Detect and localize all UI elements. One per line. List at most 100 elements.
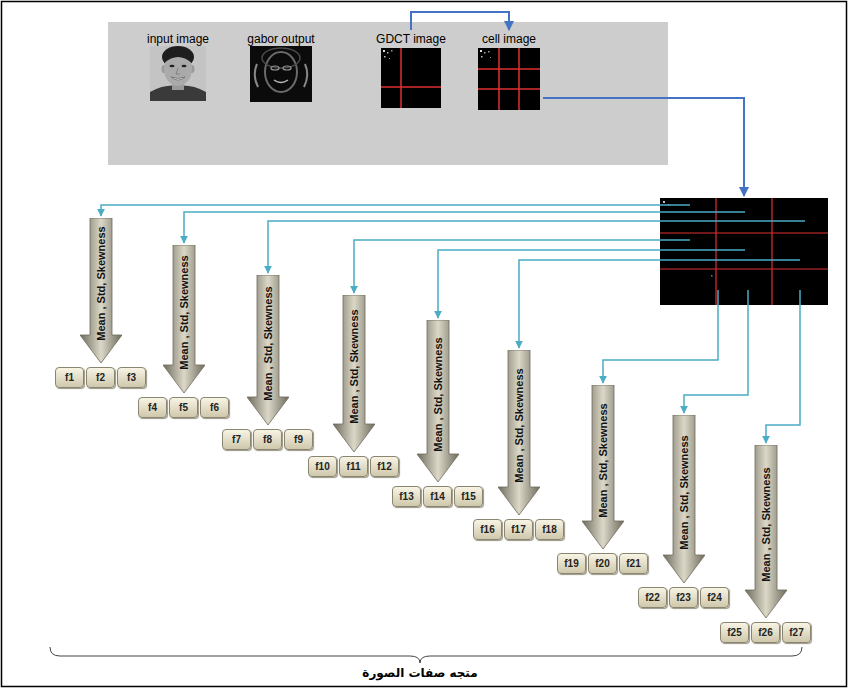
feature-box: f27 (782, 622, 811, 643)
arrow-body (498, 350, 540, 515)
gabor-image (250, 46, 312, 102)
feature-box: f8 (253, 429, 282, 450)
image-panel: GDCT image (373, 30, 449, 110)
down-arrow: Mean , Std, Skewness (582, 385, 624, 549)
feature-label: f18 (536, 520, 563, 539)
feature-box: f14 (423, 486, 452, 507)
feature-label: f22 (639, 588, 666, 607)
feature-label: f27 (783, 623, 810, 642)
down-arrow: Mean , Std, Skewness (163, 245, 205, 393)
feature-label: f9 (285, 430, 312, 449)
feature-label: f2 (87, 368, 114, 387)
feature-label: f20 (589, 554, 616, 573)
feature-label: f15 (455, 487, 482, 506)
feature-box: f11 (339, 456, 368, 477)
feature-box: f24 (700, 587, 729, 608)
feature-box: f5 (169, 397, 198, 418)
feature-box: f9 (284, 429, 313, 450)
stat-label: Mean , Std, Skewness (95, 226, 108, 340)
image-panel: cell image (474, 30, 544, 112)
feature-box: f23 (669, 587, 698, 608)
brace (50, 647, 802, 663)
image-caption: gabor output (244, 30, 317, 46)
arrow-body (582, 385, 624, 549)
image-caption: cell image (474, 30, 544, 46)
down-arrow: Mean , Std, Skewness (663, 415, 705, 583)
feature-box: f4 (138, 397, 167, 418)
bracket-label: متجه صفات الصورة (362, 666, 477, 681)
feature-label: f11 (340, 457, 367, 476)
image-caption: input image (143, 30, 213, 46)
leader-lines (101, 205, 805, 443)
feature-box: f12 (370, 456, 399, 477)
gdct-image (381, 48, 441, 108)
feature-box: f6 (200, 397, 229, 418)
feature-box: f17 (504, 519, 533, 540)
stat-label: Mean , Std, Skewness (678, 435, 691, 549)
down-arrow: Mean , Std, Skewness (498, 350, 540, 515)
feature-box: f21 (619, 553, 648, 574)
down-arrow: Mean , Std, Skewness (247, 275, 289, 425)
image-panel: gabor output (244, 30, 317, 104)
leader-line (354, 240, 690, 293)
image-panel: input image (143, 30, 213, 102)
feature-box: f22 (638, 587, 667, 608)
feature-label: f19 (558, 554, 585, 573)
stat-label: Mean , Std, Skewness (597, 403, 610, 517)
feature-box: f1 (55, 367, 84, 388)
leader-line (268, 221, 805, 273)
feature-label: f26 (752, 623, 779, 642)
down-arrow: Mean , Std, Skewness (333, 295, 375, 452)
feature-box: f20 (588, 553, 617, 574)
feature-label: f1 (56, 368, 83, 387)
feature-label: f17 (505, 520, 532, 539)
feature-label: f12 (371, 457, 398, 476)
flow-arrow (543, 98, 744, 196)
feature-label: f7 (223, 430, 250, 449)
arrow-body (417, 320, 459, 482)
arrow-body (80, 218, 122, 363)
feature-label: f25 (721, 623, 748, 642)
down-arrow: Mean , Std, Skewness (80, 218, 122, 363)
feature-box: f26 (751, 622, 780, 643)
feature-box: f13 (392, 486, 421, 507)
feature-box: f19 (557, 553, 586, 574)
down-arrow: Mean , Std, Skewness (745, 445, 787, 618)
arrow-body (745, 445, 787, 618)
feature-label: f24 (701, 588, 728, 607)
feature-label: f23 (670, 588, 697, 607)
arrow-body (247, 275, 289, 425)
feature-label: f13 (393, 487, 420, 506)
gray-panel (108, 22, 668, 165)
feature-label: f10 (309, 457, 336, 476)
feature-box: f10 (308, 456, 337, 477)
feature-label: f6 (201, 398, 228, 417)
down-arrow: Mean , Std, Skewness (417, 320, 459, 482)
leader-line (684, 290, 748, 413)
feature-box: f7 (222, 429, 251, 450)
feature-label: f5 (170, 398, 197, 417)
leader-line (766, 290, 800, 443)
leader-line (101, 205, 690, 216)
connector (411, 12, 509, 30)
feature-label: f14 (424, 487, 451, 506)
leader-line (603, 290, 718, 383)
image-caption: GDCT image (373, 30, 449, 46)
stat-label: Mean , Std, Skewness (513, 368, 526, 482)
arrow-body (163, 245, 205, 393)
feature-box: f18 (535, 519, 564, 540)
feature-box: f3 (117, 367, 146, 388)
feature-label: f4 (139, 398, 166, 417)
feature-box: f25 (720, 622, 749, 643)
feature-box: f16 (473, 519, 502, 540)
cell-image (478, 48, 540, 110)
face-photo (150, 46, 206, 101)
cell-grid (660, 198, 828, 305)
stat-label: Mean , Std, Skewness (432, 337, 445, 451)
feature-label: f16 (474, 520, 501, 539)
feature-label: f3 (118, 368, 145, 387)
